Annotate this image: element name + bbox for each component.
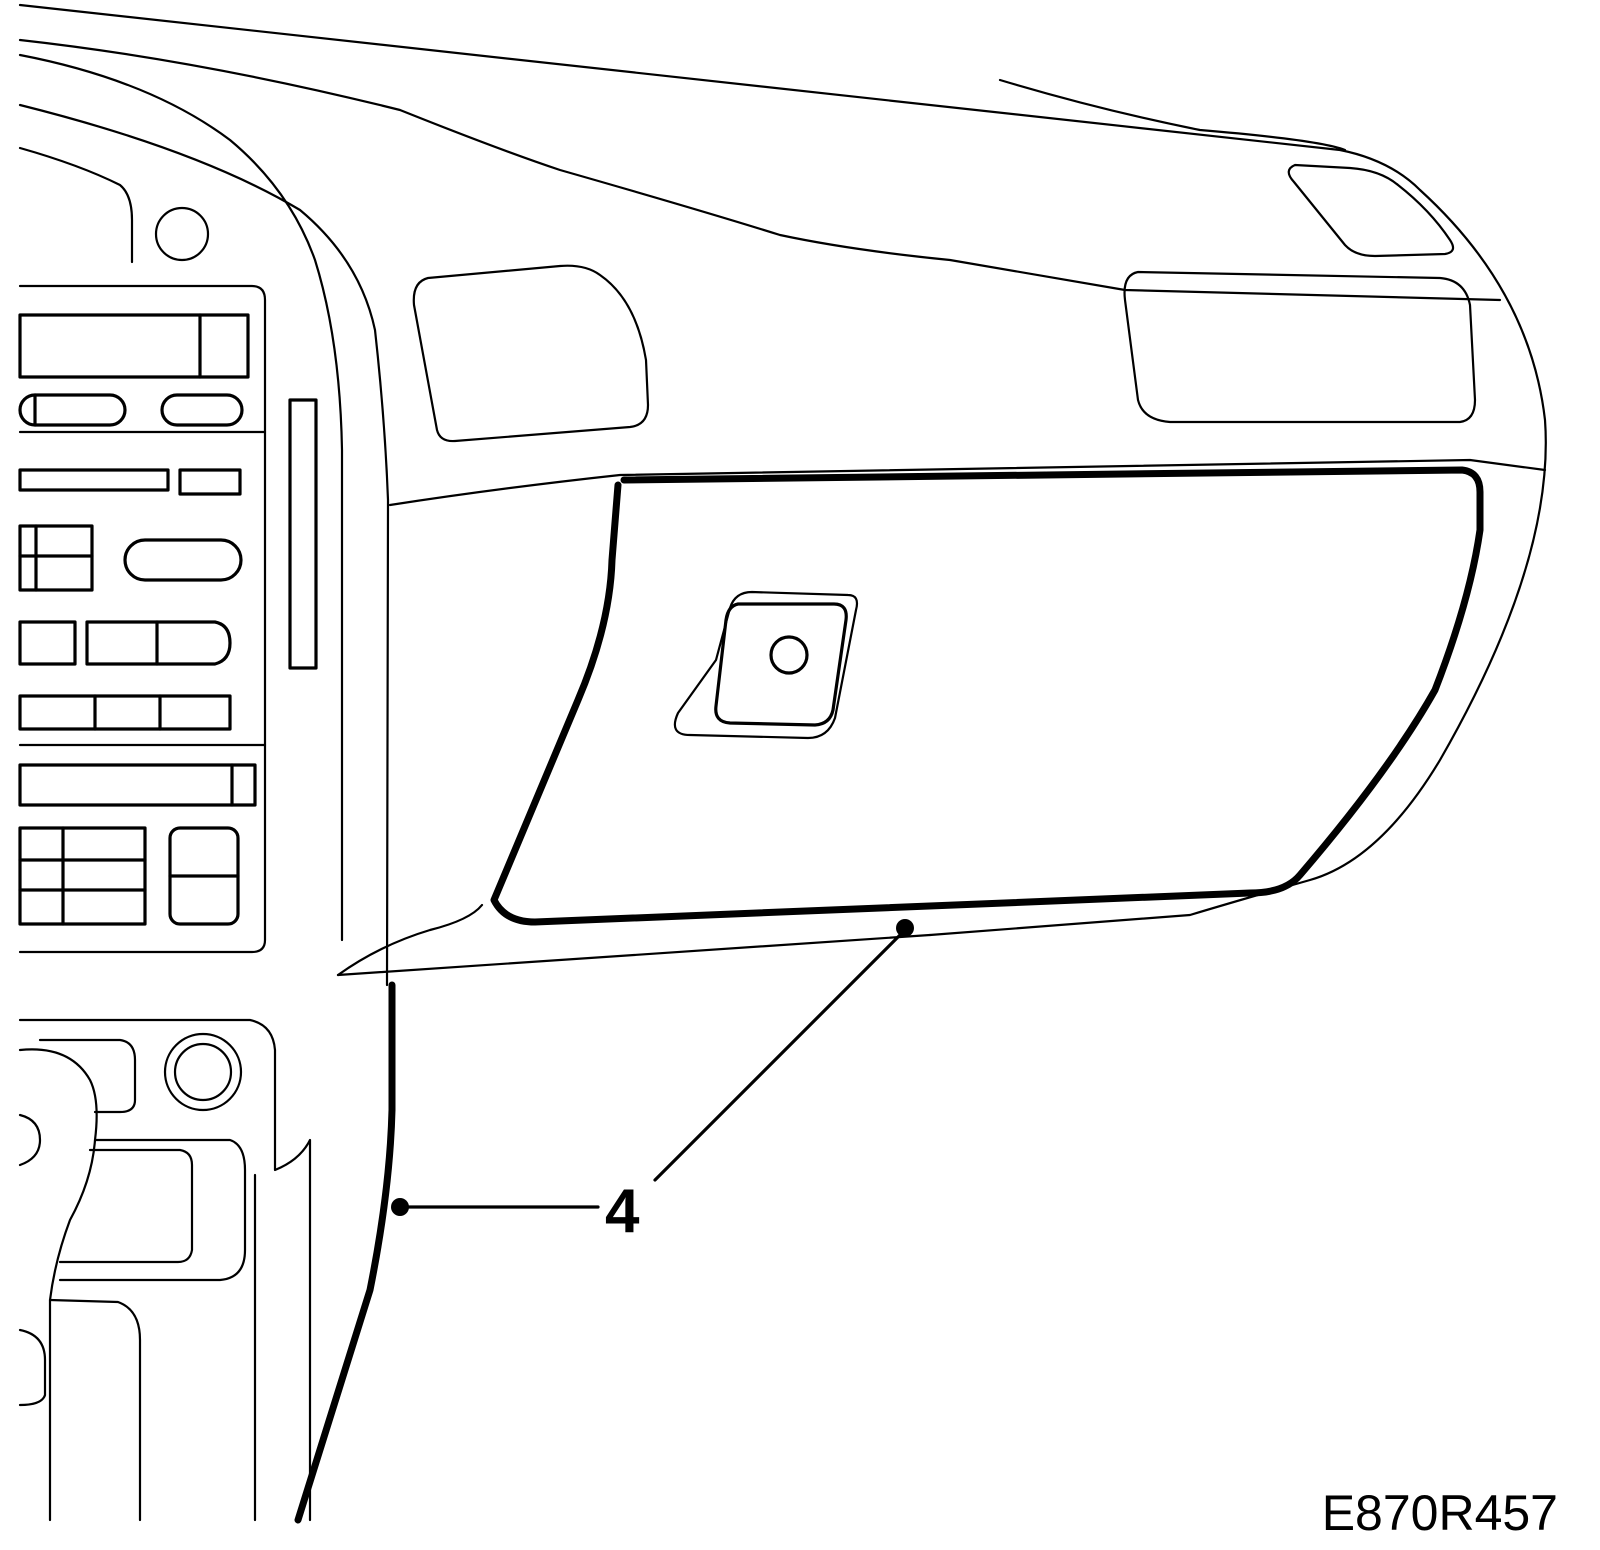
- glovebox-latch: [673, 590, 859, 740]
- glovebox-lid: [490, 466, 1484, 926]
- callout-number: 4: [605, 1177, 640, 1246]
- right-air-vent: [1123, 270, 1477, 424]
- leader-dot: [391, 1198, 409, 1216]
- dashboard-top-outline: [18, 3, 1547, 987]
- figure-reference-code: E870R457: [1321, 1485, 1558, 1541]
- left-air-vent: [412, 264, 650, 443]
- round-button-icon: [163, 1032, 243, 1112]
- center-console: [18, 206, 318, 954]
- callout-4: 4: [391, 919, 914, 1246]
- leader-line: [653, 928, 907, 1182]
- leader-dot: [896, 919, 914, 937]
- defroster-vent: [1287, 163, 1455, 258]
- lower-console: [18, 981, 396, 1524]
- knob-icon: [154, 206, 210, 262]
